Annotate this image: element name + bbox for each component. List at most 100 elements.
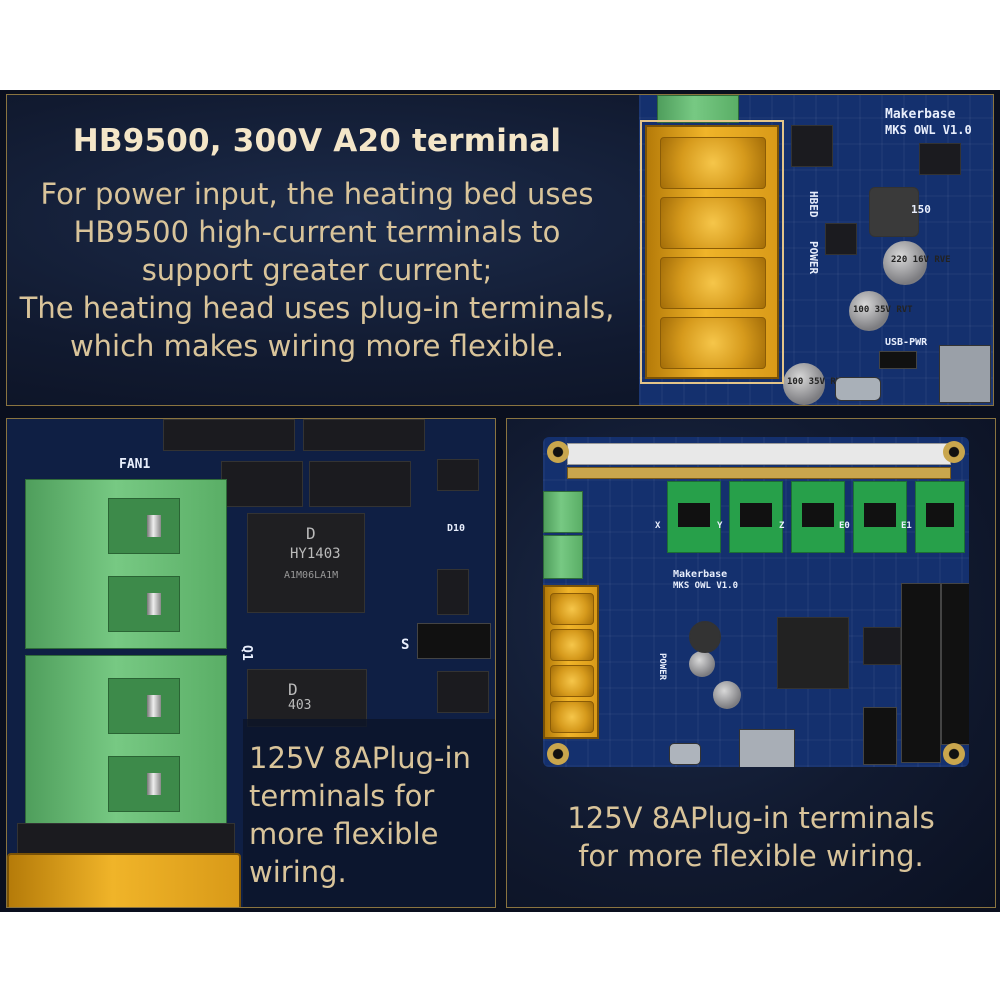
usb-port [939, 345, 991, 403]
capacitor-label: 100 35V RVT [853, 305, 913, 315]
board-model: MKS OWL V1.0 [673, 581, 739, 591]
mounting-hole [547, 441, 569, 463]
terminal-slot [108, 498, 180, 554]
mounting-hole [943, 441, 965, 463]
hb9500-amber-terminal [543, 585, 599, 739]
caption-line: for more flexible wiring. [578, 839, 924, 873]
green-plug-in-terminal [543, 491, 583, 533]
amber-terminal-edge [7, 853, 241, 907]
terminal-screw [147, 773, 161, 795]
driver-label-y: Y [717, 521, 723, 531]
hb9500-amber-terminal [640, 120, 784, 384]
usb-pwr-label: USB-PWR [885, 337, 928, 348]
capacitor [883, 241, 927, 285]
caption-line: more flexible [249, 817, 439, 851]
mounting-hole [547, 743, 569, 765]
side-header [941, 583, 969, 745]
d10-label: D10 [447, 523, 466, 534]
description-line: For power input, the heating bed uses [40, 177, 594, 211]
terminal-screw-slot [550, 629, 594, 661]
hbed-label: HBED [807, 191, 820, 218]
stepper-driver-x [667, 481, 721, 553]
top-feature-panel: HB9500, 300V A20 terminal For power inpu… [6, 94, 994, 406]
smd-component [437, 671, 489, 713]
capacitor [689, 651, 715, 677]
description-line: support greater current; [141, 253, 493, 287]
stepper-driver-z [791, 481, 845, 553]
caption-line: 125V 8APlug-in [249, 741, 471, 775]
voltage-regulator [791, 125, 833, 167]
terminal-slot [108, 756, 180, 812]
terminal-screw-slot [660, 317, 766, 369]
driver-label-e0: E0 [839, 521, 850, 531]
capacitor-label: 100 35V RVT [787, 377, 847, 387]
mosfet-code: A1M06LA1M [284, 570, 339, 581]
terminal-base [17, 823, 235, 855]
green-terminal [657, 95, 739, 123]
power-label: POWER [807, 241, 820, 275]
stepper-driver-y [729, 481, 783, 553]
caption-line: wiring. [249, 855, 347, 889]
capacitor-label: 220 16V RVE [891, 255, 951, 265]
terminal-slot [108, 678, 180, 734]
mcu-chip [777, 617, 849, 689]
panel-caption: 125V 8APlug-in terminals for more flexib… [249, 739, 471, 891]
terminal-screw-slot [660, 197, 766, 249]
mosfet-top [309, 461, 411, 507]
q1-label: Q1 [239, 645, 254, 661]
caption-backdrop [243, 719, 495, 907]
smd-component [437, 569, 469, 615]
driver-label-x: X [655, 521, 661, 531]
mosfet-letter: D [288, 680, 298, 699]
bottom-left-feature-panel: FAN1 D HY1403 A1M06LA1M D 403 D10 S Q1 [6, 418, 496, 908]
green-plug-in-terminal [25, 655, 227, 825]
mounting-hole [943, 743, 965, 765]
ic-chip [919, 143, 961, 175]
terminal-slot [108, 576, 180, 632]
usb-port [739, 729, 795, 767]
pin-header-row [567, 467, 951, 479]
ic-chip [863, 627, 901, 665]
mosfet-top [163, 419, 295, 451]
board-model: MKS OWL V1.0 [885, 123, 972, 137]
green-plug-in-terminal [25, 479, 227, 649]
board-brand: Makerbase [673, 569, 728, 580]
fan-label: FAN1 [119, 457, 151, 472]
mosfet-part-number: 403 [288, 698, 312, 713]
terminal-screw-slot [660, 257, 766, 309]
driver-label-z: Z [779, 521, 785, 531]
pin-header [863, 707, 897, 765]
power-label: POWER [657, 653, 667, 681]
board-brand: Makerbase [885, 107, 956, 122]
caption-line: terminals for [249, 779, 435, 813]
s-label: S [401, 637, 410, 653]
terminal-screw [147, 695, 161, 717]
terminal-screw-slot [550, 593, 594, 625]
smd-component [437, 459, 479, 491]
capacitor [783, 363, 825, 405]
mosfet-part-number: HY1403 [290, 546, 341, 562]
mosfet-lower: D 403 [247, 669, 367, 727]
board-closeup-photo: 150 220 16V RVE 100 35V RVT 100 35V RVT … [639, 95, 993, 405]
usb-c-port [669, 743, 701, 765]
description-line: HB9500 high-current terminals to [73, 215, 561, 249]
connector-row [567, 443, 951, 465]
bottom-right-feature-panel: X Y Z E0 E1 Makerbase MKS OWL V1.0 POWER [506, 418, 996, 908]
ic-chip [825, 223, 857, 255]
description-line: which makes wiring more flexible. [69, 329, 565, 363]
stepper-driver-e1 [915, 481, 965, 553]
green-plug-in-terminal [543, 535, 583, 579]
mosfet-top [303, 419, 425, 451]
usb-c-port [835, 377, 881, 401]
panel-caption: 125V 8APlug-in terminals for more flexib… [507, 799, 995, 875]
terminal-screw [147, 515, 161, 537]
terminal-screw [147, 593, 161, 615]
caption-line: 125V 8APlug-in terminals [567, 801, 935, 835]
inductor [689, 621, 721, 653]
mosfet-hy1403: D HY1403 A1M06LA1M [247, 513, 365, 613]
terminal-screw-slot [550, 701, 594, 733]
pin-header [417, 623, 491, 659]
mosfet-closeup-photo: FAN1 D HY1403 A1M06LA1M D 403 D10 S Q1 [7, 419, 495, 907]
capacitor [849, 291, 889, 331]
stepper-driver-e0 [853, 481, 907, 553]
